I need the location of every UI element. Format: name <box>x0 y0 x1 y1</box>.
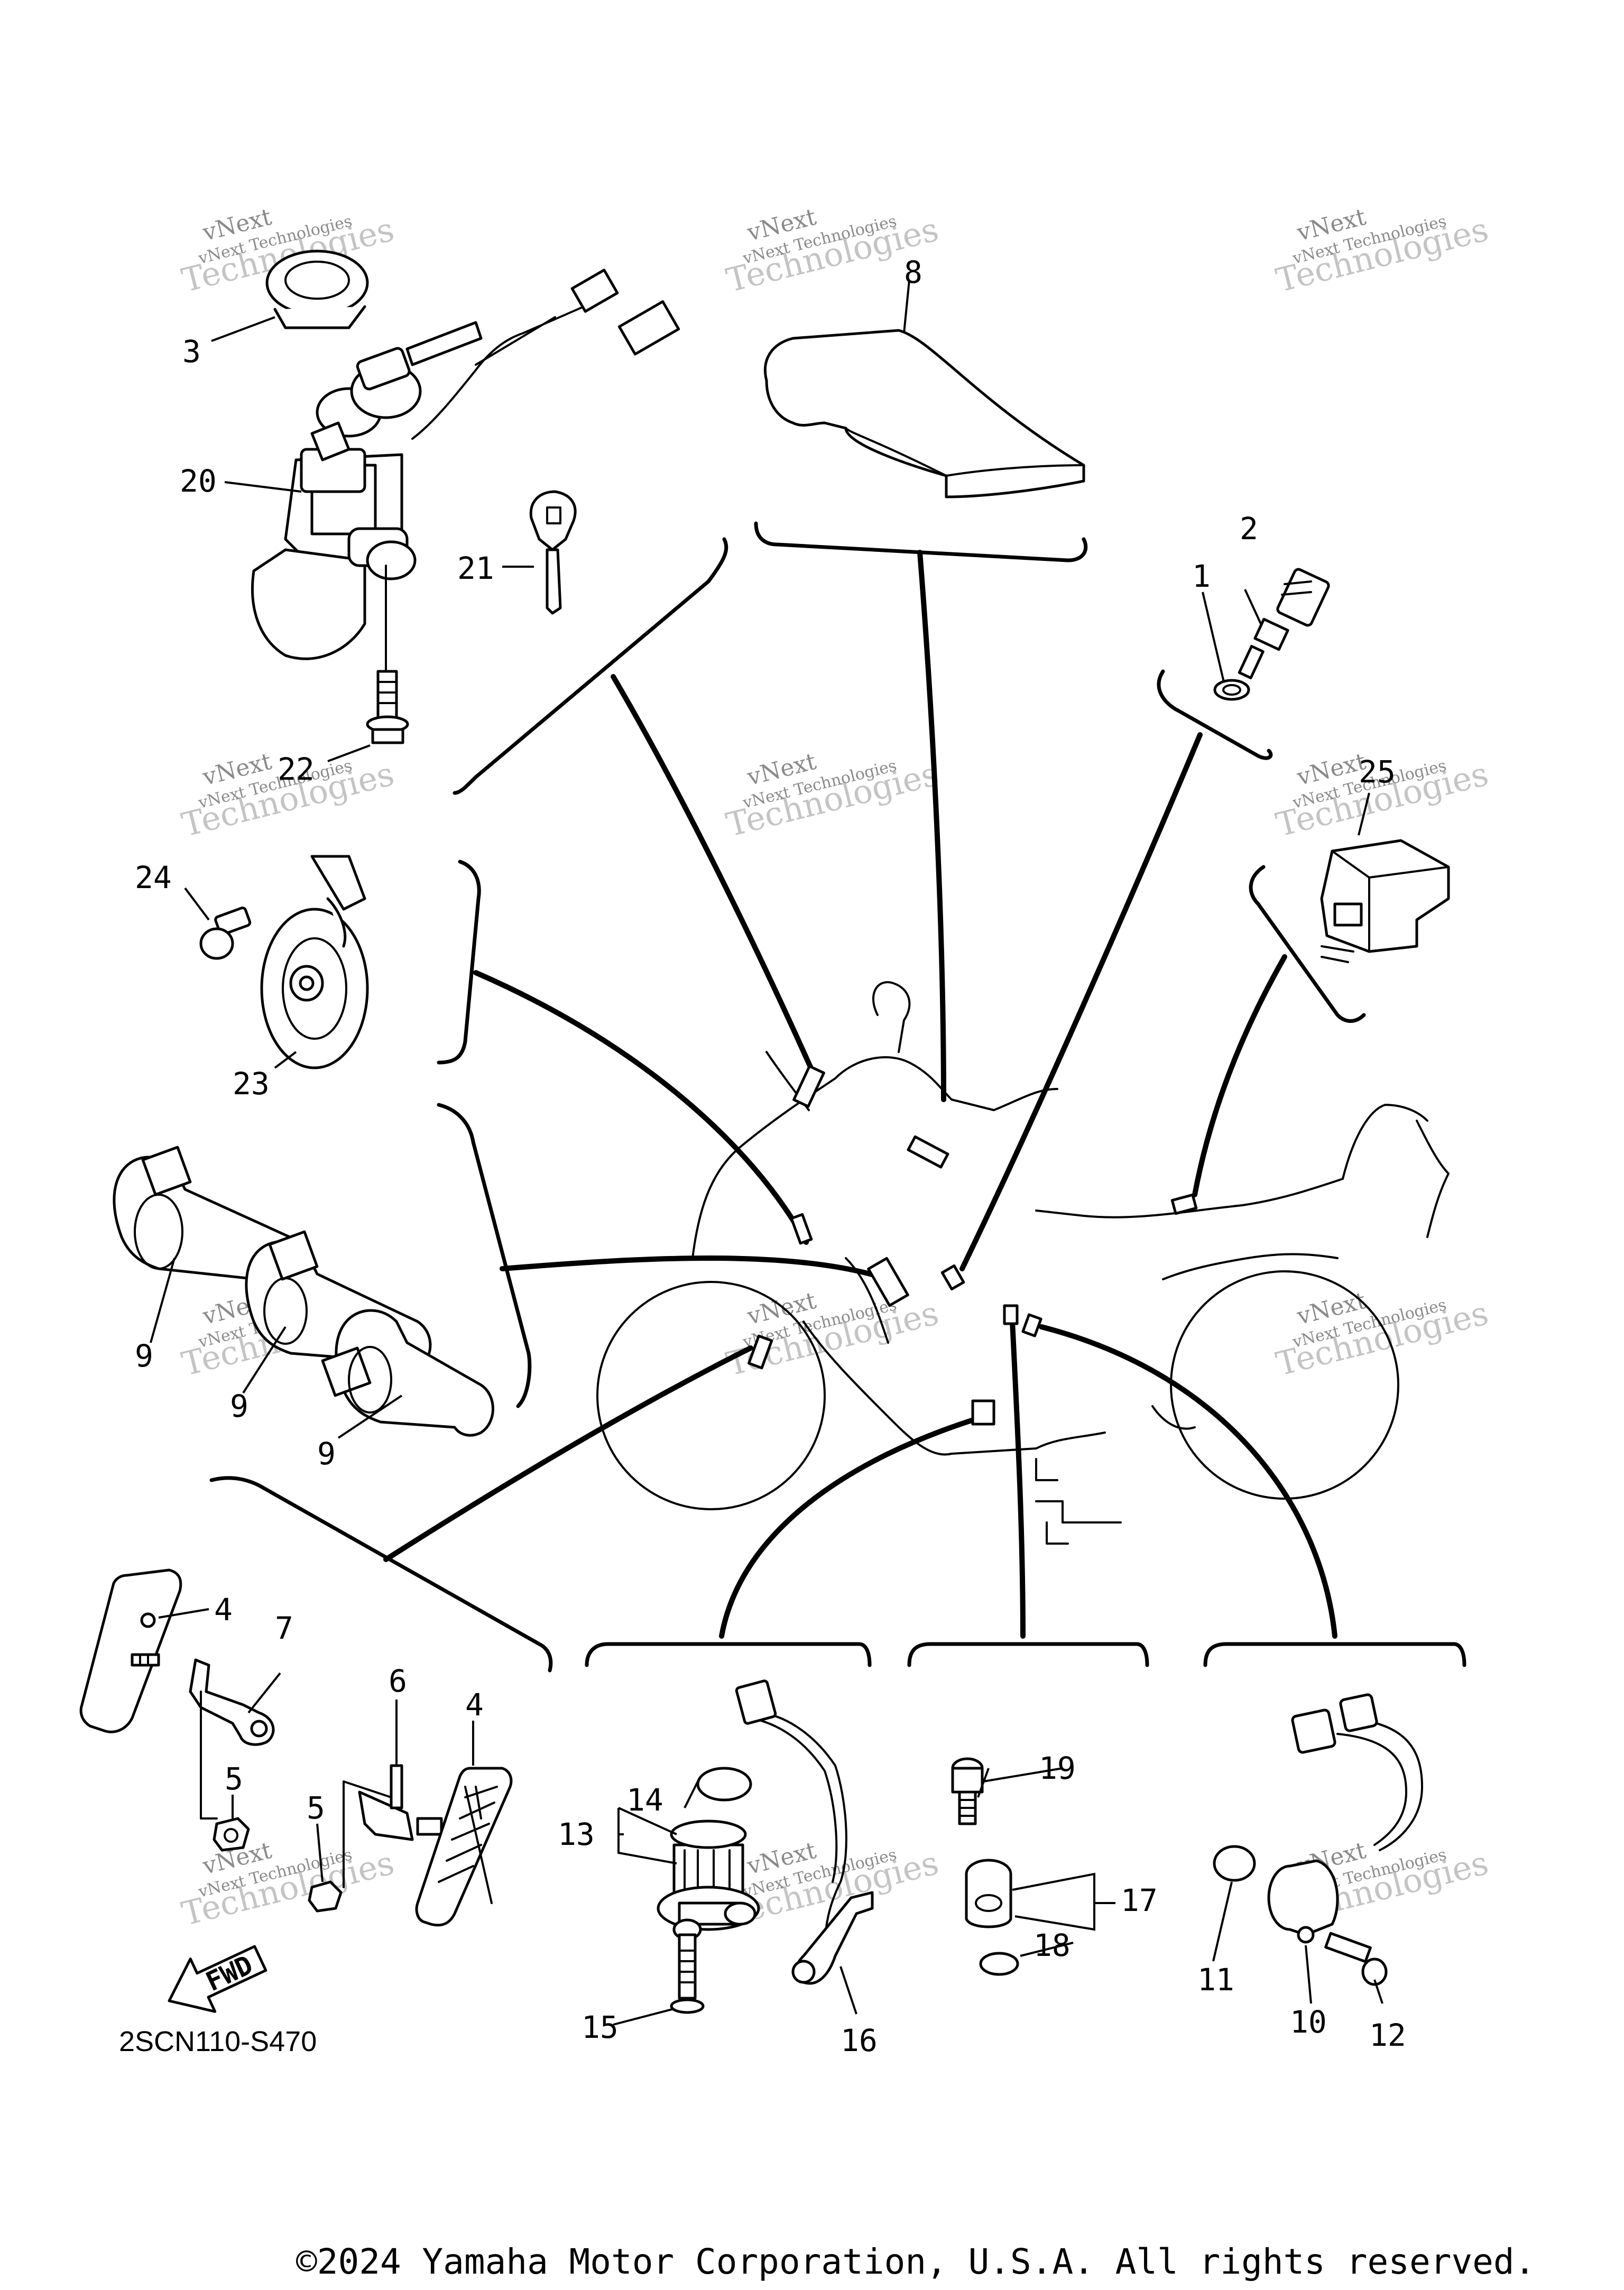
part-22-bolt <box>366 670 409 744</box>
copyright-notice: ©2024 Yamaha Motor Corporation, U.S.A. A… <box>296 2241 1536 2282</box>
part-13-speed-sensor <box>657 1679 847 1952</box>
callout-24: 24 <box>135 860 172 895</box>
callout-9b: 9 <box>230 1388 248 1424</box>
part-24-bolt <box>199 906 252 960</box>
leader-relay <box>1192 954 1287 1197</box>
part-3-cover <box>265 250 369 329</box>
callout-6: 6 <box>389 1663 407 1699</box>
part-10-gear-position-switch <box>1267 1693 1423 1944</box>
callout-14: 14 <box>626 1782 663 1818</box>
part-20-main-switch <box>251 269 680 678</box>
part-25-relay <box>1320 839 1450 963</box>
callout-23: 23 <box>233 1066 270 1102</box>
part-23-horn <box>260 855 369 1069</box>
watermark: vNext vNext Technologies Technologies <box>723 748 943 844</box>
callout-18: 18 <box>1034 1927 1071 1963</box>
callout-15: 15 <box>582 2009 619 2045</box>
pointer-lines <box>150 280 1383 2026</box>
callout-4b: 4 <box>465 1687 484 1723</box>
callout-7: 7 <box>275 1610 293 1646</box>
part-17-neutral-switch <box>965 1859 1012 1928</box>
callout-25: 25 <box>1359 754 1396 790</box>
part-5-nut-a <box>213 1817 250 1852</box>
leader-horn <box>473 970 809 1245</box>
diagram-code: 2SCN110-S470 <box>119 2026 317 2057</box>
leader-gear <box>1039 1324 1337 1639</box>
motorcycle-outline <box>596 981 1450 1545</box>
leader-ecu <box>917 550 946 1102</box>
callout-5a: 5 <box>225 1761 243 1797</box>
part-6-bracket <box>343 1764 443 1888</box>
callout-3: 3 <box>182 334 201 370</box>
callout-12: 12 <box>1369 2017 1406 2053</box>
callout-16: 16 <box>841 2023 878 2058</box>
callout-9a: 9 <box>135 1338 153 1374</box>
leader-plugs <box>500 1255 891 1282</box>
part-14-o-ring <box>696 1767 752 1802</box>
callout-21: 21 <box>457 550 494 586</box>
part-21-key <box>529 490 577 615</box>
watermark: vNext vNext Technologies Technologies <box>178 1837 398 1933</box>
part-9-plug-caps <box>113 1146 494 1437</box>
part-15-bolt <box>670 1933 705 2014</box>
callout-11: 11 <box>1197 1962 1234 1998</box>
part-2-sensor <box>1238 568 1330 679</box>
leader-ignition <box>611 674 819 1084</box>
part-5-nut-b <box>308 1880 343 1913</box>
leader-lines <box>383 550 1337 1639</box>
part-1-gasket <box>1213 679 1250 701</box>
part-7-bracket <box>131 1653 275 1820</box>
part-4-reflector-left <box>79 1568 182 1733</box>
part-8-ecu <box>763 329 1085 498</box>
callout-13: 13 <box>558 1816 595 1852</box>
leader-sensor <box>959 732 1203 1271</box>
part-4-reflector-right <box>415 1767 513 1927</box>
part-18-o-ring <box>979 1952 1019 1976</box>
callout-4a: 4 <box>214 1592 233 1628</box>
callout-1: 1 <box>1192 558 1211 594</box>
leader-side <box>383 1345 753 1562</box>
callout-20: 20 <box>180 463 217 499</box>
watermarks: vNext vNext Technologies Technologies vN… <box>178 204 1492 1933</box>
callout-10: 10 <box>1290 2004 1327 2040</box>
callout-19: 19 <box>1039 1750 1076 1786</box>
callout-2: 2 <box>1240 511 1258 547</box>
callout-8: 8 <box>904 254 922 290</box>
hub-parts <box>748 1065 1198 1426</box>
part-11-o-ring <box>1213 1845 1256 1882</box>
callout-17: 17 <box>1121 1882 1158 1918</box>
part-12-screw <box>1324 1932 1388 1986</box>
watermark: vNext vNext Technologies Technologies <box>723 1287 943 1383</box>
callout-9c: 9 <box>317 1436 336 1472</box>
leader-neutral <box>1010 1319 1026 1639</box>
callout-labels: 3 8 2 1 20 21 22 25 24 23 9 9 9 4 7 6 4 … <box>135 254 1406 2058</box>
leader-speed <box>719 1414 986 1639</box>
callout-5b: 5 <box>307 1790 325 1826</box>
part-16-bracket <box>791 1891 874 1985</box>
callout-22: 22 <box>278 751 315 787</box>
watermark: vNext vNext Technologies Technologies <box>1272 204 1492 300</box>
fwd-arrow-icon: FWD <box>168 1945 267 2013</box>
part-19-bolt <box>951 1757 984 1825</box>
